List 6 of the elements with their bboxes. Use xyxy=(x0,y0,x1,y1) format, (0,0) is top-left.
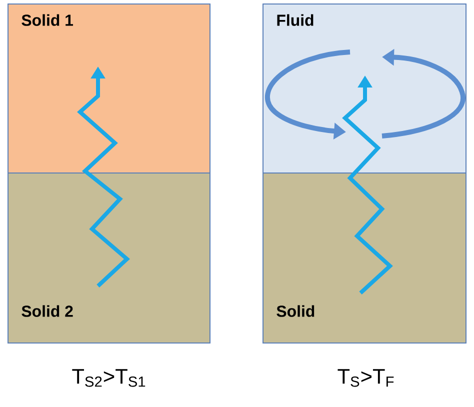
temperature-relation: T$_{S}$>T$_{F}$ xyxy=(338,369,394,387)
material-region: Solid xyxy=(262,172,466,344)
material-region: Fluid xyxy=(262,4,466,174)
material-region: Solid 1 xyxy=(8,4,210,174)
temperature-relation: T$_{S2}$>T$_{S1}$ xyxy=(72,369,146,387)
material-region: Solid 2 xyxy=(8,172,210,344)
